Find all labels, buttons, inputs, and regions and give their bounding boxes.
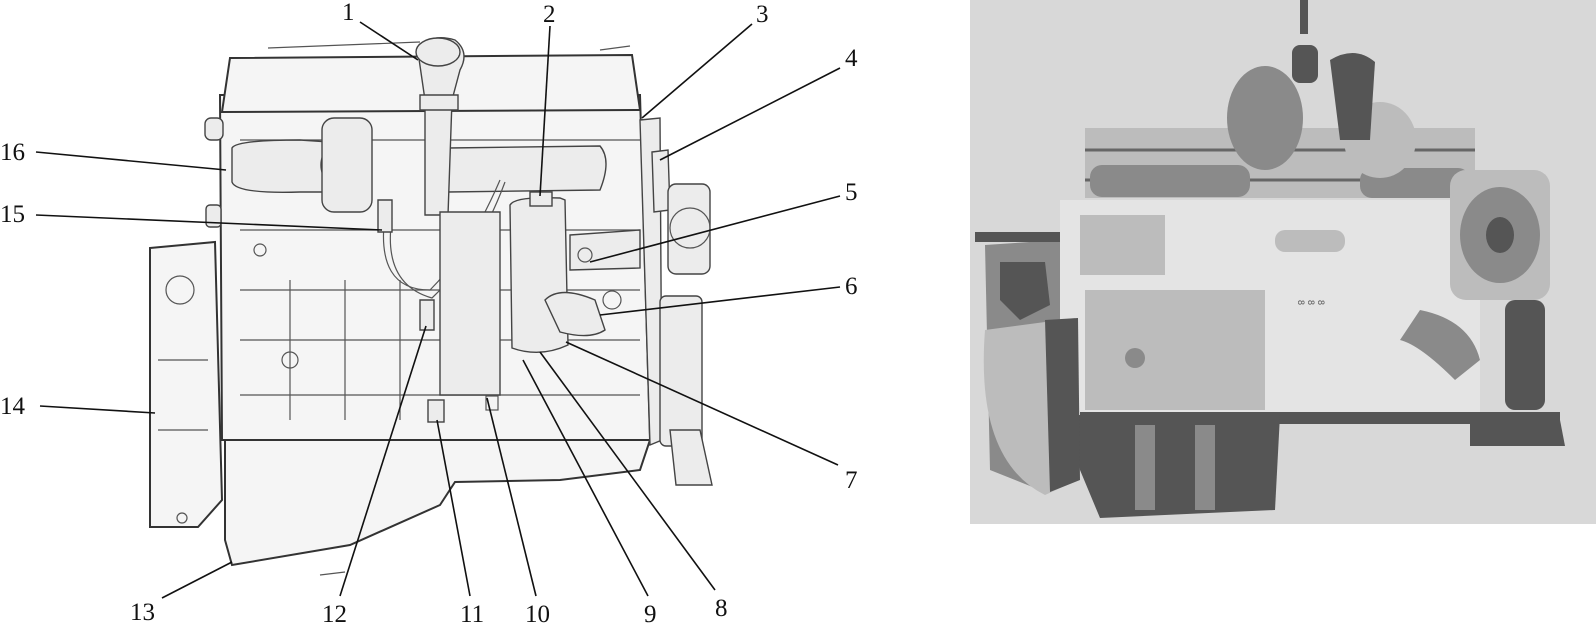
leader-4 [659,67,841,161]
callout-5: 5 [845,179,858,206]
callout-7: 7 [845,467,858,494]
filter-label-text-2: 8 [1306,300,1316,305]
leader-13 [161,561,233,599]
engine-line-drawing [149,37,713,576]
leader-11 [436,419,471,597]
leader-7 [565,341,839,466]
callout-1: 1 [342,0,355,26]
callout-3: 3 [756,1,769,28]
leader-1 [359,21,419,61]
leader-3 [641,23,753,119]
callout-16: 16 [0,139,25,166]
callout-10: 10 [525,601,550,628]
leader-16 [35,151,227,171]
leader-lines [35,21,841,599]
leader-6 [599,286,841,316]
filter-label-text-1: 8 [1316,300,1326,305]
callout-2: 2 [543,1,556,28]
callout-14: 14 [0,393,26,420]
callout-15: 15 [0,201,25,228]
engine-photo: 8 8 8 [970,0,1596,524]
leader-10 [486,397,537,597]
callout-12: 12 [322,601,347,628]
callout-13: 13 [130,599,155,626]
filter-label-text-3: 8 [1296,300,1306,305]
callout-labels: 1 2 3 4 5 6 7 8 9 10 11 12 13 14 15 16 [0,0,858,628]
leader-14 [39,405,156,414]
leader-12 [339,325,427,597]
leader-5 [589,195,841,263]
callout-6: 6 [845,273,858,300]
leader-8 [539,351,716,591]
leader-9 [522,359,649,597]
callout-4: 4 [845,45,858,72]
leader-15 [35,214,383,231]
callout-9: 9 [644,601,657,628]
leader-2 [539,25,551,197]
callout-8: 8 [715,595,728,622]
callout-11: 11 [460,601,484,628]
